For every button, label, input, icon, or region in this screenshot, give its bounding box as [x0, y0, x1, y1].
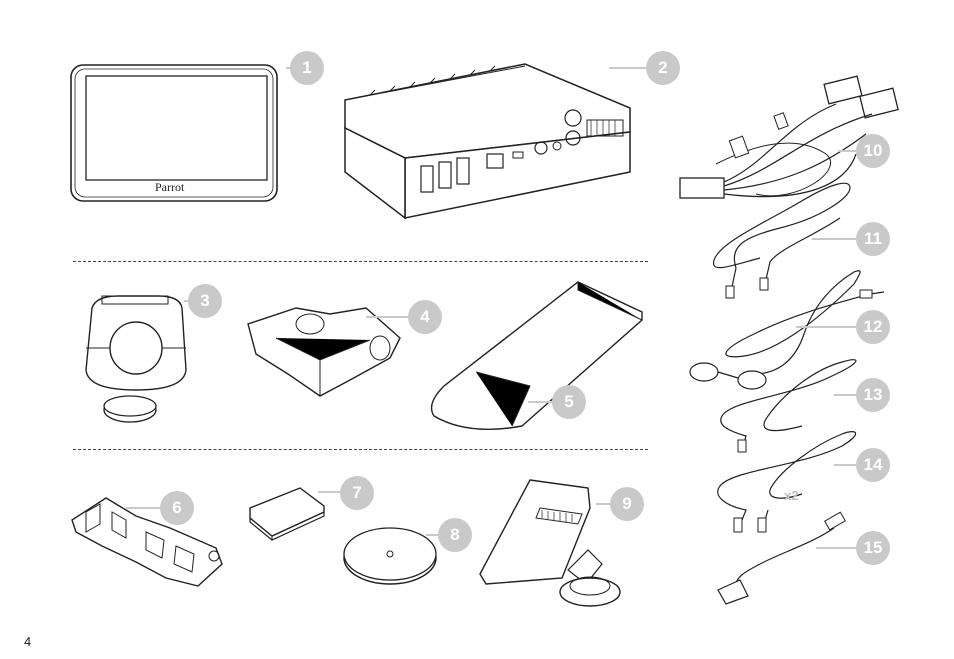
- item-cable-15-illustration: [714, 512, 854, 609]
- screen-brand-label: Parrot: [155, 180, 184, 195]
- section-divider-bottom: [73, 449, 648, 450]
- item-number-badge-9: 9: [610, 487, 644, 521]
- item-number-badge-7: 7: [340, 476, 374, 510]
- quantity-label: x2: [784, 488, 798, 503]
- item-number-badge-13: 13: [856, 378, 890, 412]
- leader-line-6: [126, 507, 162, 509]
- page-number: 4: [24, 634, 31, 649]
- item-sd-card-illustration: [246, 484, 328, 549]
- item-number-badge-11: 11: [856, 222, 890, 256]
- item-number-badge-15: 15: [856, 531, 890, 565]
- item-number-badge-1: 1: [290, 51, 324, 85]
- item-remote-control-illustration: [78, 290, 194, 435]
- item-number-badge-4: 4: [408, 300, 442, 334]
- leader-line-12: [796, 326, 856, 328]
- leader-line-10: [838, 150, 856, 152]
- item-number-badge-10: 10: [856, 134, 890, 168]
- item-bracket-illustration: [66, 482, 230, 599]
- leader-line-14: [834, 464, 856, 466]
- item-number-badge-6: 6: [160, 491, 194, 525]
- item-suction-mount-illustration: [478, 474, 628, 619]
- section-divider-top: [73, 261, 648, 262]
- leader-line-5: [528, 401, 554, 403]
- item-number-badge-14: 14: [856, 448, 890, 482]
- leader-line-13: [834, 394, 856, 396]
- item-number-badge-12: 12: [856, 310, 890, 344]
- item-number-badge-8: 8: [438, 518, 472, 552]
- item-adhesive-disc-illustration: [340, 524, 440, 593]
- item-central-box-illustration: [335, 62, 655, 231]
- item-adhesive-strip-illustration: [428, 276, 652, 441]
- item-number-badge-5: 5: [552, 385, 586, 419]
- item-number-badge-3: 3: [188, 284, 222, 318]
- leader-line-15: [816, 547, 856, 549]
- leader-line-11: [812, 238, 856, 240]
- leader-line-4: [366, 316, 410, 318]
- leader-line-7: [318, 491, 342, 493]
- leader-line-2: [609, 67, 649, 69]
- item-number-badge-2: 2: [646, 51, 680, 85]
